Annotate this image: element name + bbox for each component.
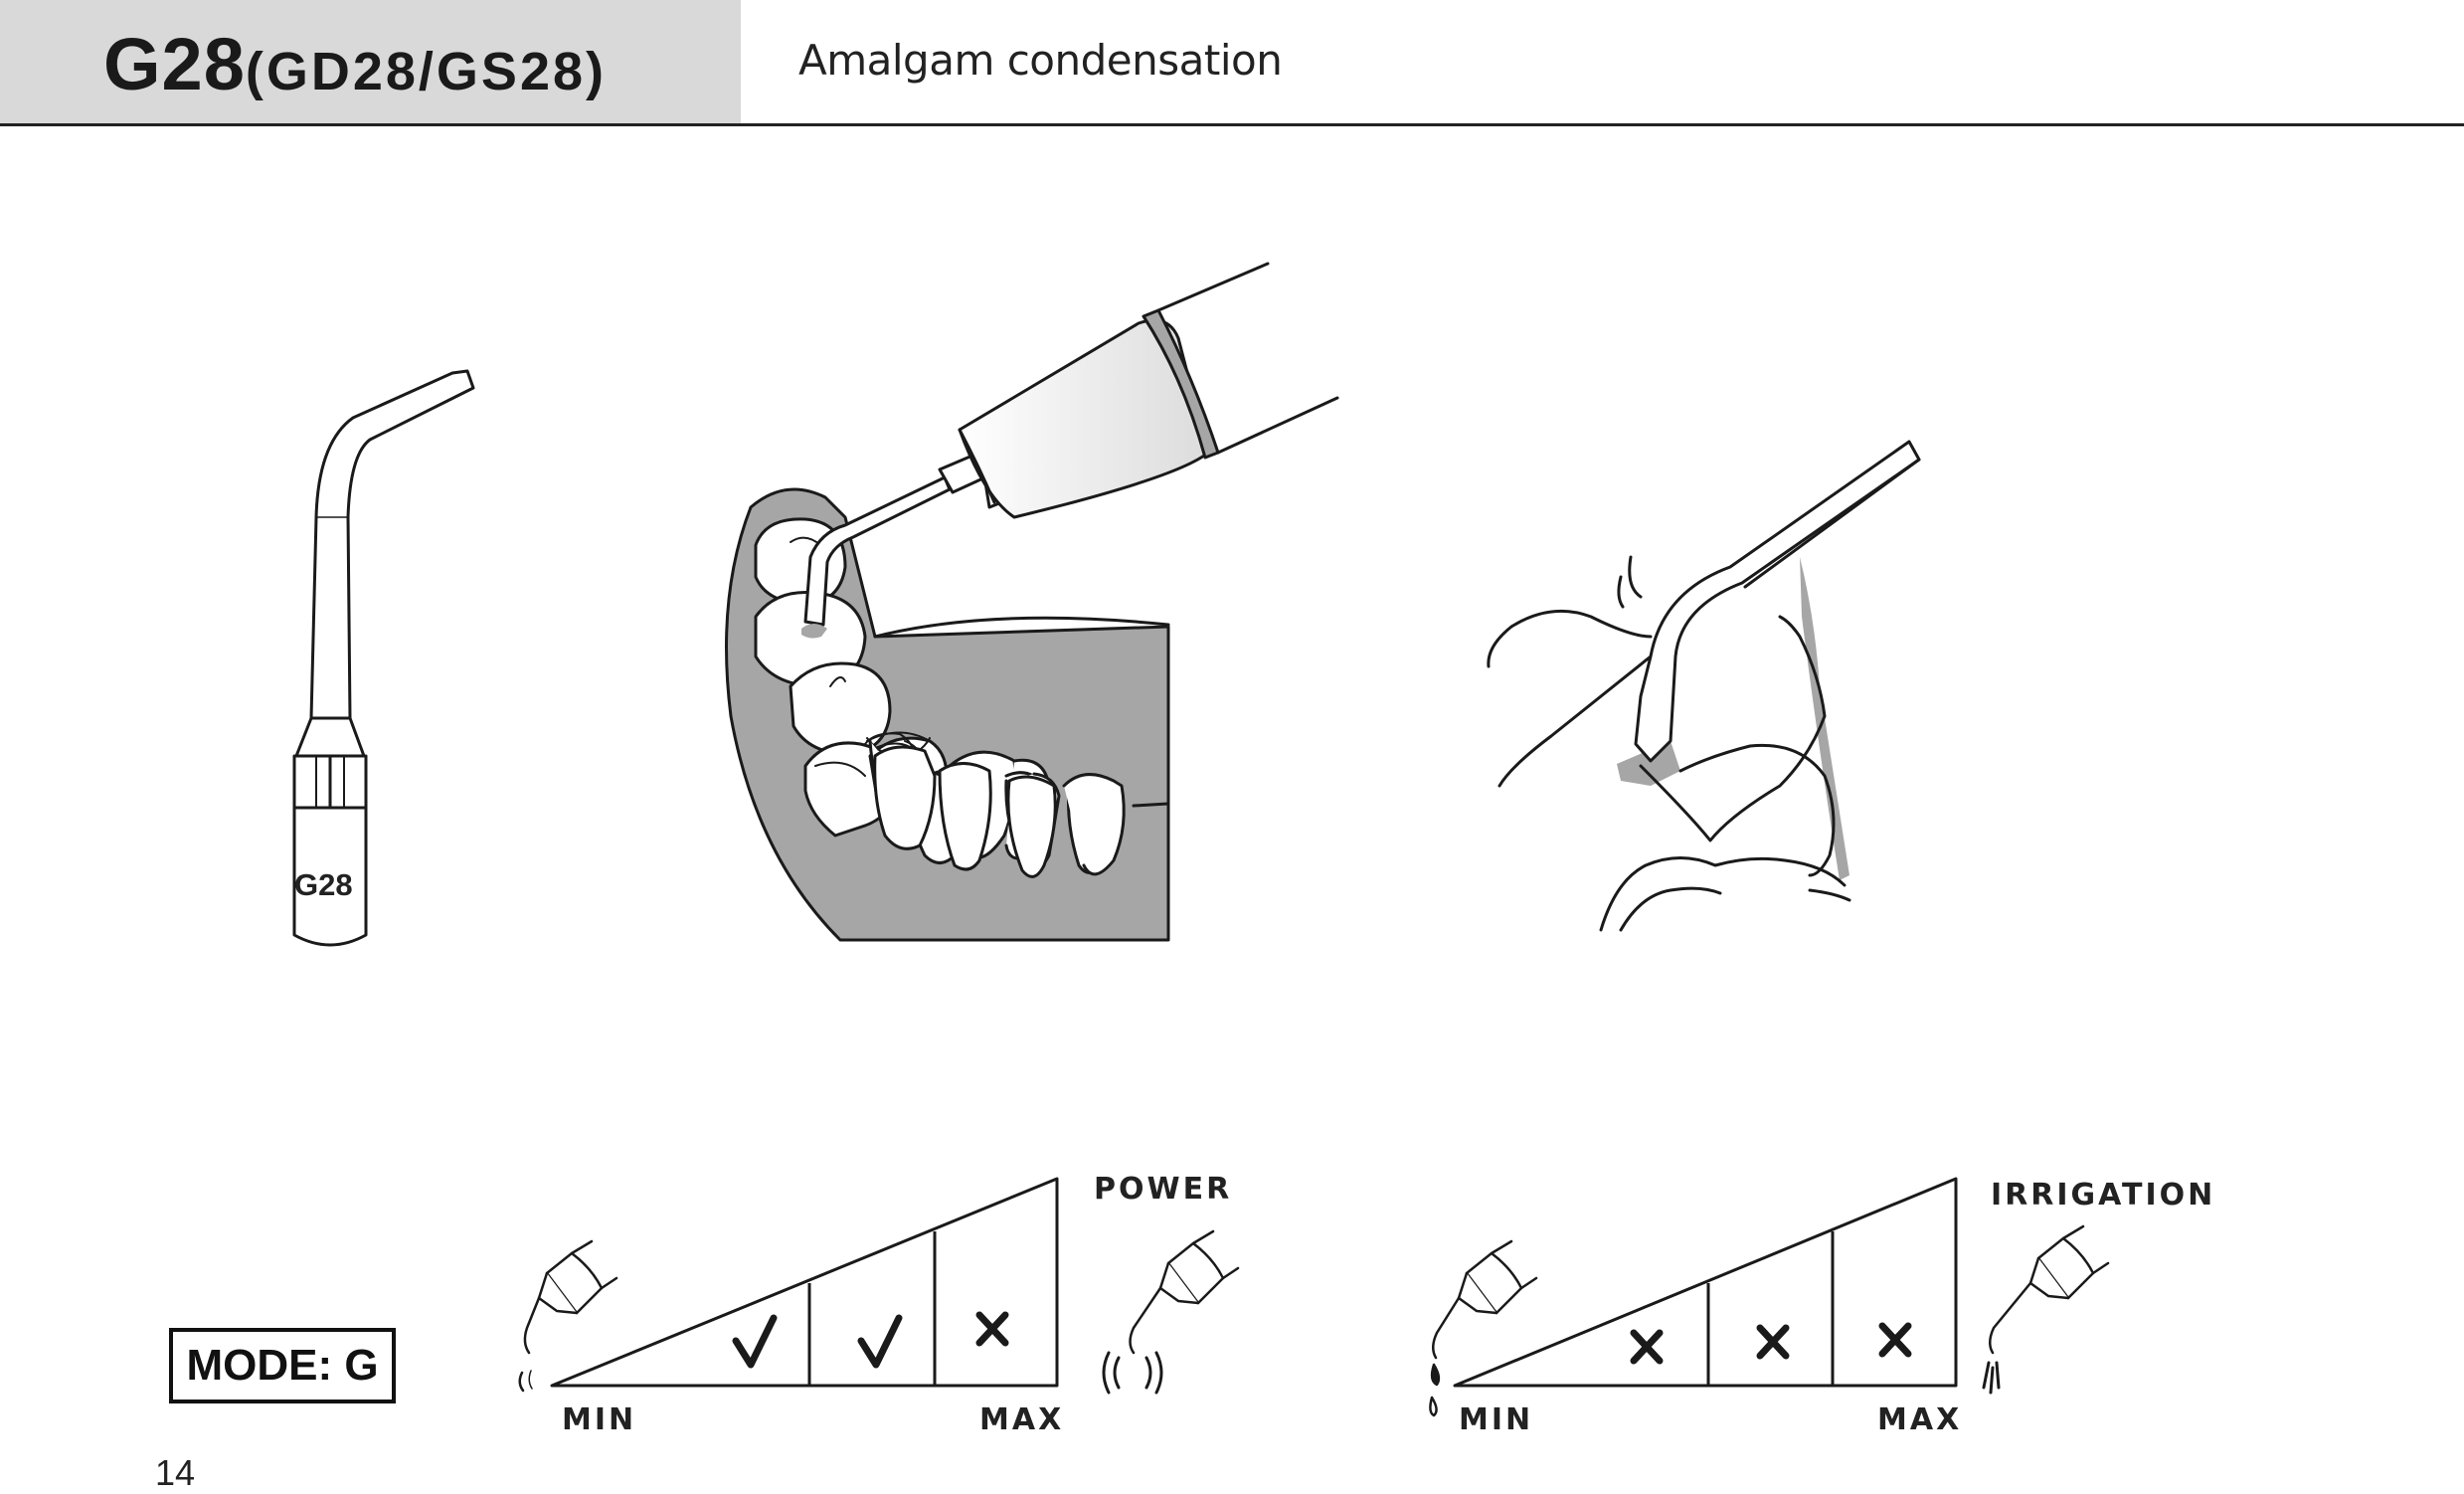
handpiece-max-irrigation-icon <box>1982 1224 2110 1395</box>
irrigation-scale <box>1453 1177 1958 1388</box>
tip-model-label: G28 <box>294 867 353 902</box>
page-header: G28(GD28/GS28) Amalgam condensation <box>0 0 2464 126</box>
irrigation-level-1-cross-icon <box>1630 1329 1664 1365</box>
power-level-3-cross-icon <box>975 1311 1009 1347</box>
power-scale <box>550 1177 1059 1388</box>
closeup-illustration <box>1487 440 1921 932</box>
mouth-treatment-illustration <box>725 262 1339 942</box>
handpiece-min-power-icon <box>518 1239 618 1393</box>
power-min-label: MIN <box>562 1402 637 1437</box>
header-divider <box>0 123 2464 126</box>
model-code: G28(GD28/GS28) <box>103 22 607 106</box>
mode-label: MODE: G <box>186 1341 379 1390</box>
model-code-variants: (GD28/GS28) <box>245 42 607 101</box>
page-number: 14 <box>155 1452 196 1493</box>
model-code-box: G28(GD28/GS28) <box>0 0 741 123</box>
power-level-1-check-icon <box>732 1314 778 1369</box>
irrigation-level-3-cross-icon <box>1878 1322 1912 1358</box>
scaler-tip-illustration <box>292 369 475 947</box>
procedure-title: Amalgam condensation <box>798 36 1283 85</box>
irrigation-level-2-cross-icon <box>1756 1324 1790 1360</box>
power-scale-title: POWER <box>1094 1172 1233 1207</box>
mode-badge: MODE: G <box>169 1328 396 1403</box>
power-level-2-check-icon <box>857 1314 903 1369</box>
model-code-main: G28 <box>103 23 246 105</box>
irrigation-max-label: MAX <box>1877 1402 1963 1437</box>
handpiece-max-power-icon <box>1102 1229 1240 1395</box>
irrigation-scale-title: IRRIGATION <box>1991 1178 2216 1213</box>
irrigation-min-label: MIN <box>1459 1402 1534 1437</box>
handpiece-min-irrigation-icon <box>1429 1239 1538 1417</box>
power-max-label: MAX <box>979 1402 1065 1437</box>
